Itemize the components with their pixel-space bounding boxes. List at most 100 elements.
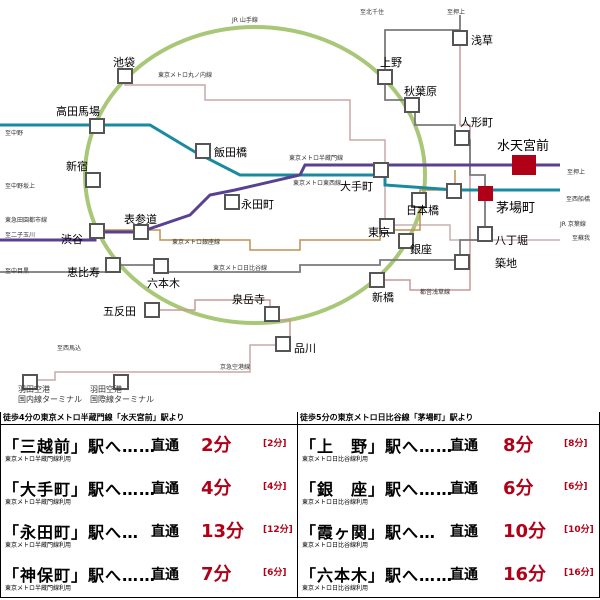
station-box-nagatacho: [224, 194, 240, 210]
dir-nakameguro: 至中目黒: [5, 267, 29, 275]
access-info-panel: 徒歩4分の東京メトロ半蔵門線「水天宮前」駅より 「三越前」駅へ…… 直通 2分 …: [0, 412, 600, 600]
label-haneda-domestic-2: 国内線ターミナル: [18, 394, 82, 404]
line-label-keikyu: 京急空港線: [220, 363, 250, 371]
label-tsukiji: 築地: [495, 256, 517, 270]
access-row: 「霞ヶ関」駅へ… 直通 10分 [10分] 東京メトロ日比谷線利用: [298, 511, 599, 554]
station-box-asakusa: [452, 30, 468, 46]
route-map: 池袋 高田馬場 新宿 飯田橋 永田町 表参道 渋谷 恵比寿 六本木 五反田 泉岳…: [0, 8, 590, 404]
label-omotesando: 表参道: [124, 212, 157, 226]
access-minutes: 2分: [201, 435, 232, 456]
access-minutes: 10分: [503, 521, 547, 542]
station-box-kayabacho-box: [446, 183, 462, 199]
label-asakusa: 浅草: [471, 34, 493, 47]
line-label-ginza: 東京メトロ銀座線: [172, 238, 220, 246]
station-box-gotanda: [144, 302, 160, 318]
label-shibuya: 渋谷: [61, 233, 83, 246]
tozai-line: [0, 123, 560, 192]
dir-senju: 至北千住: [360, 8, 384, 16]
access-direct: 直通: [151, 438, 179, 454]
line-label-hibiya: 東京メトロ日比谷線: [213, 264, 267, 272]
dir-soga: 至蘇我: [572, 234, 590, 242]
label-ginza: 銀座: [410, 242, 432, 256]
access-note: 東京メトロ半蔵門線利用: [5, 499, 72, 506]
dir-nishifunabashi: 至西船橋: [566, 195, 590, 203]
dir-nakanosakaue: 至中野坂上: [5, 182, 35, 190]
access-direct: 直通: [151, 524, 179, 540]
access-destination: 「神保町」駅へ……: [3, 566, 157, 585]
label-ueno: 上野: [380, 56, 402, 69]
access-note: 東京メトロ半蔵門線利用: [5, 456, 72, 463]
label-nagatacho: 永田町: [241, 197, 274, 211]
station-box-ningyocho: [454, 130, 470, 146]
hibiya-line: [0, 15, 486, 273]
label-kayabacho: 茅場町: [496, 201, 535, 216]
label-sengakuji: 泉岳寺: [232, 292, 265, 306]
line-label-tozai: 東京メトロ東西線: [293, 179, 341, 187]
station-box-ebisu: [105, 257, 121, 273]
station-box-shinjuku: [85, 172, 101, 188]
access-direct: 直通: [151, 567, 179, 583]
label-haneda-intl-2: 国際線ターミナル: [90, 394, 154, 404]
station-boxes: [22, 30, 493, 390]
station-box-ueno: [377, 69, 393, 85]
station-box-otemachi: [373, 162, 389, 178]
line-label-keiyo: JR 京葉線: [559, 220, 586, 228]
access-minutes: 7分: [201, 564, 232, 585]
access-row: 「大手町」駅へ…… 直通 4分 [4分] 東京メトロ半蔵門線利用: [1, 468, 297, 511]
label-suitengumae: 水天宮前: [497, 138, 549, 154]
label-hatchobori: 八丁堀: [495, 234, 528, 247]
label-otemachi: 大手町: [340, 179, 373, 193]
line-label-hanzomon: 東京メトロ半蔵門線: [289, 154, 343, 162]
access-bracket: [6分]: [263, 568, 287, 578]
access-note: 東京メトロ日比谷線利用: [302, 456, 369, 463]
access-minutes: 4分: [201, 478, 232, 499]
line-labels: JR 山手線 東京メトロ丸ノ内線 東京メトロ半蔵門線 東京メトロ東西線 東京メト…: [158, 16, 586, 371]
station-box-haneda-domestic: [22, 374, 38, 390]
access-minutes: 16分: [503, 564, 547, 585]
label-roppongi: 六本木: [147, 276, 180, 290]
station-box-nihombashi: [411, 192, 427, 208]
station-box-shimbashi: [369, 272, 385, 288]
label-gotanda: 五反田: [103, 305, 136, 318]
dir-nakano: 至中野: [5, 129, 23, 137]
station-box-roppongi: [153, 258, 169, 274]
access-minutes: 6分: [503, 478, 534, 499]
label-shinagawa: 品川: [294, 342, 316, 355]
label-shinjuku: 新宿: [66, 159, 88, 173]
station-box-omotesando: [133, 224, 149, 240]
access-row: 「永田町」駅へ… 直通 13分 [12分] 東京メトロ半蔵門線利用: [1, 511, 297, 554]
line-label-yamanote: JR 山手線: [231, 16, 258, 24]
station-box-akihabara: [404, 97, 420, 113]
access-direct: 直通: [450, 524, 478, 540]
station-marker-suitengumae: [512, 155, 536, 175]
label-nihombashi: 日本橋: [406, 203, 439, 217]
access-bracket: [10分]: [564, 525, 594, 535]
access-destination: 「銀 座」駅へ……: [300, 480, 454, 499]
ginza-line: [100, 170, 456, 251]
station-box-ikebukuro: [117, 68, 133, 84]
access-minutes: 8分: [503, 435, 534, 456]
access-header-kayabacho: 徒歩5分の東京メトロ日比谷線「茅場町」駅より: [298, 412, 599, 425]
dir-oshiage-n: 至押上: [447, 8, 465, 16]
station-marker-kayabacho: [478, 186, 493, 201]
station-box-tokyo: [379, 218, 395, 234]
access-bracket: [12分]: [263, 525, 293, 535]
station-box-sengakuji: [264, 306, 280, 322]
label-haneda-domestic-1: 羽田空港: [18, 384, 50, 394]
station-box-hatchobori: [477, 226, 493, 242]
access-note: 東京メトロ半蔵門線利用: [5, 585, 72, 592]
keiyo-line: [385, 224, 560, 241]
station-box-shibuya: [89, 223, 105, 239]
marunouchi-line: [124, 70, 386, 235]
access-destination: 「霞ヶ関」駅へ…: [300, 523, 437, 542]
line-label-asakusa: 都営浅草線: [420, 288, 450, 296]
access-bracket: [8分]: [564, 439, 588, 449]
access-destination: 「六本木」駅へ……: [300, 566, 454, 585]
asakusa-line-south: [155, 299, 291, 345]
access-column-suitengumae: 徒歩4分の東京メトロ半蔵門線「水天宮前」駅より 「三越前」駅へ…… 直通 2分 …: [0, 412, 298, 598]
access-row: 「三越前」駅へ…… 直通 2分 [2分] 東京メトロ半蔵門線利用: [1, 425, 297, 468]
access-note: 東京メトロ日比谷線利用: [302, 585, 369, 592]
access-destination: 「永田町」駅へ…: [3, 523, 140, 542]
access-direct: 直通: [450, 481, 478, 497]
access-row: 「六本木」駅へ…… 直通 16分 [16分] 東京メトロ日比谷線利用: [298, 554, 599, 597]
